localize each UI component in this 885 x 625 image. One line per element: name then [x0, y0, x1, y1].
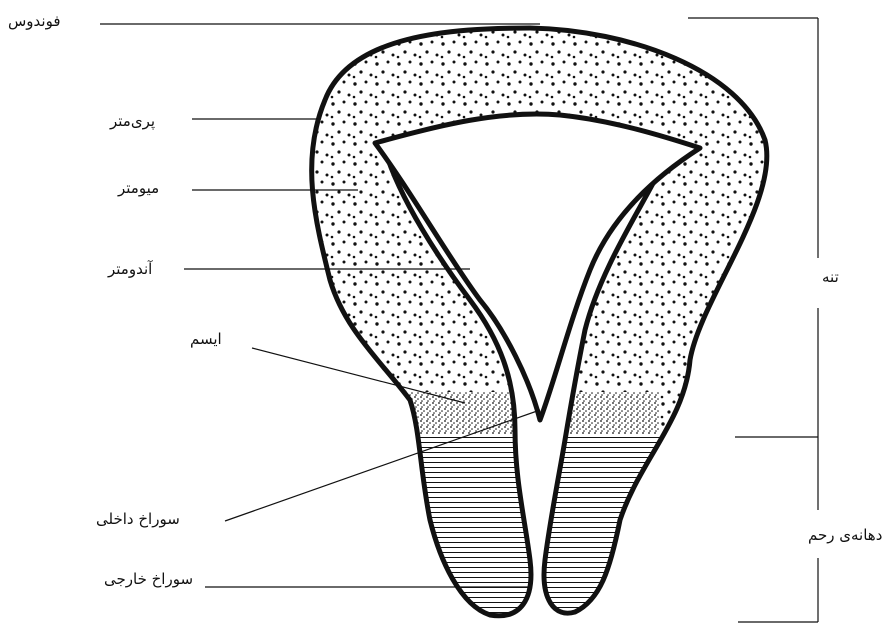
perimetrium-label: پری‌متر: [110, 114, 155, 129]
body-label: تنه: [822, 270, 839, 285]
internal-os-label: سوراخ داخلی: [96, 512, 180, 527]
cervix-label: دهانه‌ی رحم: [808, 528, 882, 543]
myometrium-label: میومتر: [118, 181, 159, 196]
isthmus-label: ایسم: [190, 332, 222, 347]
endometrium-label: آندومتر: [108, 262, 152, 277]
fundus-label: فوندوس: [8, 14, 61, 29]
external-os-label: سوراخ خارجی: [104, 572, 193, 587]
